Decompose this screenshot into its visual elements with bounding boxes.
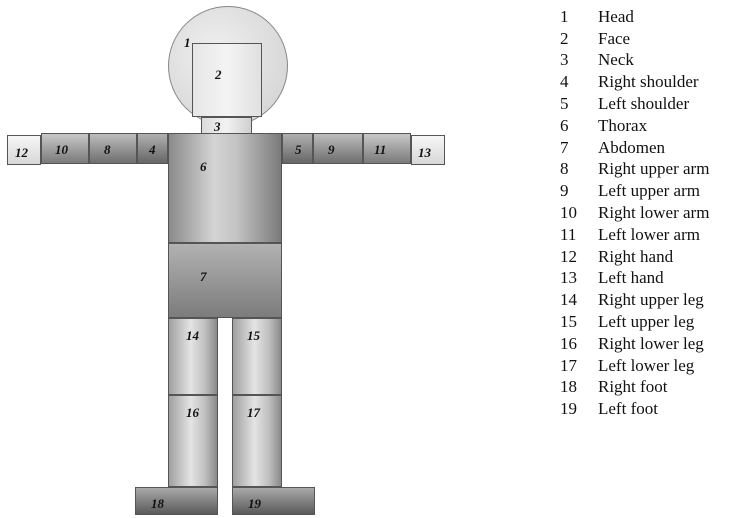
label-left-lower-arm: 11 <box>374 143 386 156</box>
legend-number: 4 <box>560 72 598 92</box>
label-right-upper-arm: 8 <box>104 143 111 156</box>
label-left-lower-leg: 17 <box>247 406 260 419</box>
legend-number: 18 <box>560 377 598 397</box>
legend-number: 2 <box>560 29 598 49</box>
label-left-foot: 19 <box>248 497 261 510</box>
legend-number: 16 <box>560 334 598 354</box>
legend-number: 11 <box>560 225 598 245</box>
legend-name: Head <box>598 7 634 27</box>
label-left-upper-leg: 15 <box>247 329 260 342</box>
segment-abdomen <box>168 243 282 318</box>
label-thorax: 6 <box>200 160 207 173</box>
legend-name: Right lower arm <box>598 203 709 223</box>
segment-right-upper-arm <box>89 133 137 164</box>
label-abdomen: 7 <box>200 270 207 283</box>
legend-name: Right hand <box>598 247 673 267</box>
legend-number: 6 <box>560 116 598 136</box>
label-left-hand: 13 <box>418 146 431 159</box>
segment-right-foot <box>135 487 218 515</box>
legend-name: Right upper arm <box>598 159 709 179</box>
segment-left-upper-arm <box>313 133 363 164</box>
segment-face <box>192 43 262 117</box>
legend-name: Abdomen <box>598 138 665 158</box>
legend-number: 15 <box>560 312 598 332</box>
legend-number: 7 <box>560 138 598 158</box>
legend-name: Left lower leg <box>598 356 694 376</box>
legend-number: 5 <box>560 94 598 114</box>
legend-name: Left upper arm <box>598 181 700 201</box>
legend-number: 13 <box>560 268 598 288</box>
label-face: 2 <box>215 68 222 81</box>
legend-number: 14 <box>560 290 598 310</box>
legend-name: Right foot <box>598 377 667 397</box>
legend-name: Left foot <box>598 399 658 419</box>
legend-number: 19 <box>560 399 598 419</box>
label-head: 1 <box>184 36 191 49</box>
legend-name: Left shoulder <box>598 94 689 114</box>
label-right-upper-leg: 14 <box>186 329 199 342</box>
legend-name: Right shoulder <box>598 72 699 92</box>
legend-number: 12 <box>560 247 598 267</box>
segment-left-lower-arm <box>363 133 411 164</box>
legend-name: Thorax <box>598 116 647 136</box>
label-right-hand: 12 <box>15 146 28 159</box>
label-left-upper-arm: 9 <box>328 143 335 156</box>
label-right-lower-leg: 16 <box>186 406 199 419</box>
label-left-shoulder: 5 <box>295 143 302 156</box>
legend-number: 1 <box>560 7 598 27</box>
legend-number: 10 <box>560 203 598 223</box>
label-right-shoulder: 4 <box>149 143 156 156</box>
label-right-foot: 18 <box>151 497 164 510</box>
legend-name: Left lower arm <box>598 225 700 245</box>
label-right-lower-arm: 10 <box>55 143 68 156</box>
label-neck: 3 <box>214 120 221 133</box>
segment-left-foot <box>232 487 315 515</box>
legend-name: Face <box>598 29 630 49</box>
legend-name: Right upper leg <box>598 290 704 310</box>
legend-name: Right lower leg <box>598 334 704 354</box>
legend-number: 8 <box>560 159 598 179</box>
segment-thorax <box>168 133 282 243</box>
legend-number: 3 <box>560 50 598 70</box>
legend-name: Left upper leg <box>598 312 694 332</box>
body-diagram: 1 2 3 12 10 8 4 6 5 9 11 13 7 14 15 16 1… <box>0 0 500 518</box>
legend-number: 9 <box>560 181 598 201</box>
legend-name: Neck <box>598 50 634 70</box>
legend-number: 17 <box>560 356 598 376</box>
legend-name: Left hand <box>598 268 664 288</box>
